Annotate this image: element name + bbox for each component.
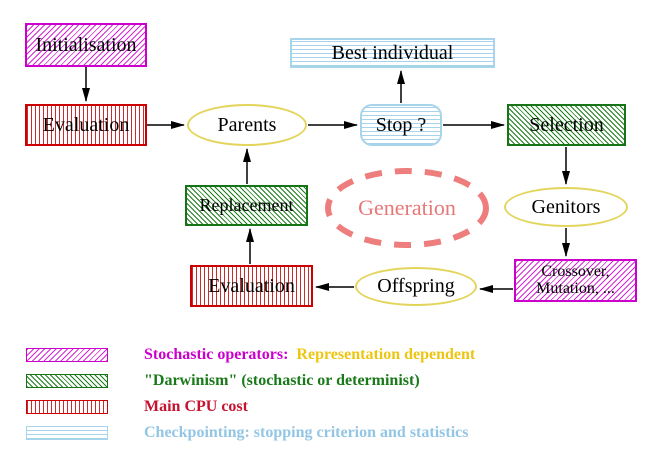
generation-label: Generation [358,195,456,220]
node-replacement: Replacement [185,185,308,226]
node-initialisation: Initialisation [25,23,147,67]
legend-swatch-magenta-hatch [26,347,108,362]
node-initialisation-label: Initialisation [35,33,137,56]
node-best-individual: Best individual [290,38,495,68]
node-genitors: Genitors [504,187,628,227]
node-stop-label: Stop ? [375,113,427,136]
node-evaluation-top-label: Evaluation [42,113,130,136]
node-offspring-label: Offspring [377,275,455,297]
legend-label-darwinism: "Darwinism" (stochastic or determinist) [144,371,420,389]
legend-label-representation: Representation dependent [296,345,476,363]
node-parents: Parents [187,104,307,146]
node-evaluation-top: Evaluation [25,104,147,146]
node-evaluation-bottom-label: Evaluation [208,274,295,297]
node-crossover-label-line1: Crossover, [541,262,610,280]
legend-item-stochastic-operators: Stochastic operators: Representation dep… [26,346,475,363]
legend-item-main-cpu-cost: Main CPU cost [26,398,248,415]
node-selection: Selection [507,104,626,146]
node-selection-label: Selection [529,113,604,136]
node-offspring: Offspring [355,267,477,306]
legend-label-cpu-cost: Main CPU cost [144,397,248,415]
node-genitors-label: Genitors [531,195,601,218]
node-evaluation-bottom: Evaluation [190,265,313,307]
node-stop: Stop ? [360,104,442,146]
node-crossover-label-line2: Mutation, ... [536,279,615,297]
legend-label-checkpointing: Checkpointing: stopping criterion and st… [144,423,469,441]
node-best-individual-label: Best individual [331,41,454,64]
node-parents-label: Parents [217,113,277,136]
legend-item-checkpointing: Checkpointing: stopping criterion and st… [26,424,468,441]
legend-item-darwinism: "Darwinism" (stochastic or determinist) [26,372,420,389]
legend-swatch-cyan-stripes [26,425,108,440]
legend-swatch-red-stripes [26,399,108,414]
node-crossover-mutation: Crossover, Mutation, ... [514,259,637,302]
legend-swatch-green-hatch [26,373,108,388]
node-replacement-label: Replacement [199,195,294,216]
legend-label-stochastic: Stochastic operators: [144,345,289,363]
